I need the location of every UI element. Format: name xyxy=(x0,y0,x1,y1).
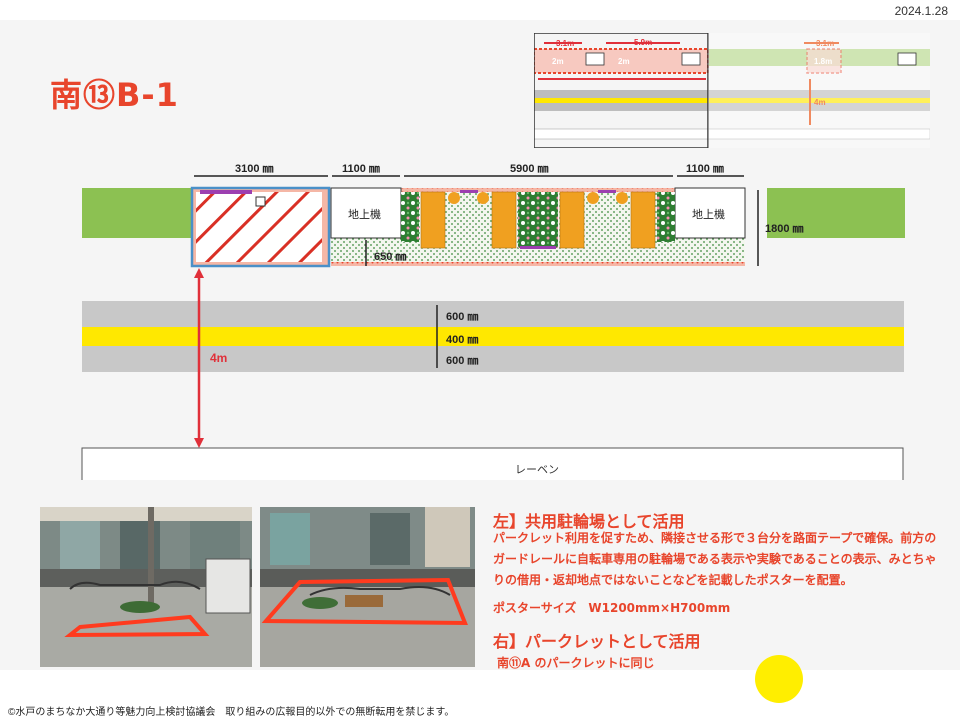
plan-svg xyxy=(81,175,905,489)
minimap-drawing: 3.1m 5.9m 3.1m 2m 2m 1.8m 4m xyxy=(533,32,931,149)
minimap-label: 4m xyxy=(814,98,826,107)
dim-650: 650 ㎜ xyxy=(374,251,407,263)
photo-left-image xyxy=(40,507,252,667)
dim-1800: 1800 ㎜ xyxy=(765,223,804,235)
laben-label: レーベン xyxy=(515,464,559,476)
minimap-label: 3.1m xyxy=(816,39,834,48)
date-label: 2024.1.28 xyxy=(894,4,948,18)
poster-size: ポスターサイズ W1200mm×H700mm xyxy=(493,601,731,615)
dim-3100: 3100 ㎜ xyxy=(235,163,274,175)
minimap-label: 3.1m xyxy=(556,39,574,48)
dim-1100-left: 1100 ㎜ xyxy=(342,163,380,175)
footer-copyright: ©水戸のまちなか大通り等魅力向上検討協議会 取り組みの広報目的以外での無断転用を… xyxy=(8,707,455,718)
page-title: 南⑬B-1 xyxy=(50,76,179,114)
dim-lane-600-bottom: 600 ㎜ xyxy=(446,355,479,367)
minimap-label: 2m xyxy=(618,57,630,66)
ground-unit-left-label: 地上機 xyxy=(348,209,381,221)
dim-1100-right: 1100 ㎜ xyxy=(686,163,724,175)
ground-unit-right-label: 地上機 xyxy=(692,209,725,221)
dim-lane-600-top: 600 ㎜ xyxy=(446,311,479,323)
minimap-label: 5.9m xyxy=(634,38,652,47)
minimap: 3.1m 5.9m 3.1m 2m 2m 1.8m 4m xyxy=(533,32,931,149)
minimap-label: 1.8m xyxy=(814,57,832,66)
decorative-yellow-circle xyxy=(755,655,803,703)
minimap-label: 2m xyxy=(552,57,564,66)
left-body: パークレット利用を促すため、隣接させる形で３台分を路面テープで確保。前方のガード… xyxy=(493,531,937,587)
dim-5900: 5900 ㎜ xyxy=(510,163,549,175)
right-heading: 右】パークレットとして活用 xyxy=(493,632,701,651)
photo-right-image xyxy=(260,507,475,667)
photo-left xyxy=(40,507,252,667)
dim-lane-400: 400 ㎜ xyxy=(446,334,479,346)
distance-label: 4m xyxy=(210,351,228,365)
right-body: 南⑪A のパークレットに同じ xyxy=(497,656,655,670)
plan-drawing xyxy=(81,175,905,489)
left-heading: 左】共用駐輪場として活用 xyxy=(493,512,685,531)
photo-right xyxy=(260,507,475,667)
